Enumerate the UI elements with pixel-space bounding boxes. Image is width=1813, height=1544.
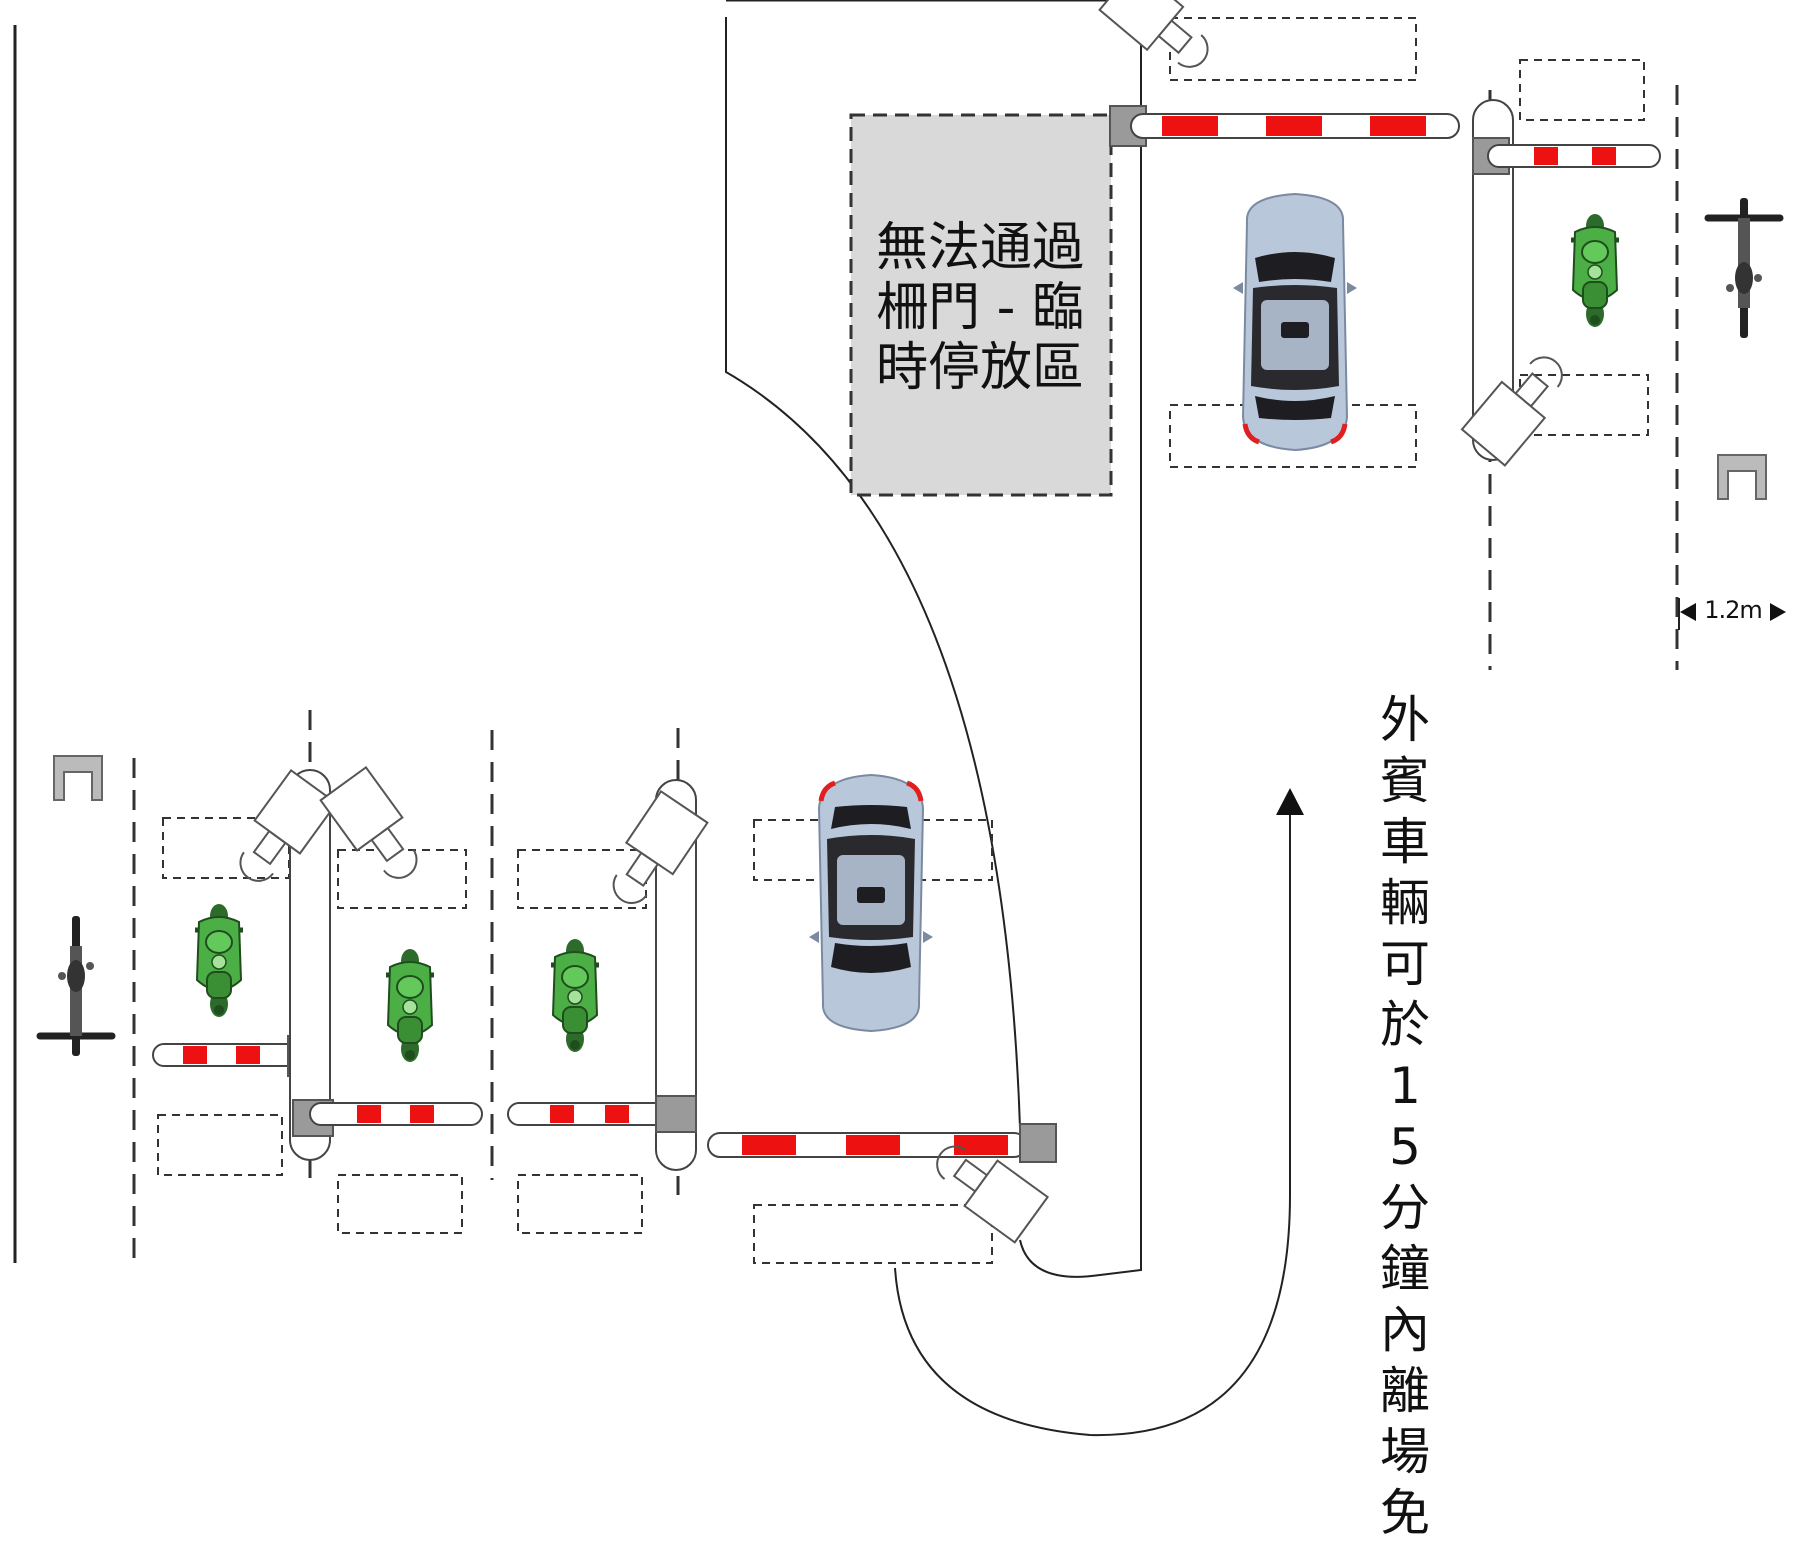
note-char: 內: [1380, 1301, 1430, 1359]
bike-rack-icon: [1717, 454, 1767, 500]
zone-label-line: 時停放區: [875, 338, 1084, 398]
note-char: 離: [1380, 1362, 1430, 1420]
parking-entrance-diagram: [13, 0, 1786, 1437]
zone-label-line: 柵門 - 臨: [876, 278, 1084, 338]
boom-barrier-icon: [707, 1123, 1057, 1163]
note-char: 1: [1389, 1057, 1421, 1115]
guest-exit-note: 外 賓 車 輛 可 於 1 5 分 鐘 內 離 場 免: [1372, 690, 1438, 1544]
up-arrow-icon: [1276, 788, 1304, 815]
width-dimension-marker: [1678, 598, 1786, 630]
temporary-holding-zone: [849, 113, 1113, 497]
bicycle-top-view-icon: [40, 916, 112, 1056]
note-char: 鐘: [1380, 1240, 1430, 1298]
cctv-camera-icon: [319, 766, 433, 892]
motorcycle-top-view-icon: [195, 904, 243, 1017]
width-dimension-label: 1.2m: [1704, 596, 1763, 624]
boom-barrier-icon: [1472, 99, 1661, 461]
note-char: 可: [1380, 935, 1430, 993]
boom-barrier-icon: [1109, 105, 1460, 147]
note-char: 免: [1380, 1484, 1430, 1542]
note-char: 場: [1380, 1423, 1430, 1481]
note-char: 輛: [1380, 874, 1430, 932]
motorcycle-top-view-icon: [551, 939, 599, 1052]
bicycle-top-view-icon: [1708, 198, 1780, 338]
note-char: 賓: [1380, 752, 1430, 810]
zone-label-line: 無法通過: [875, 218, 1084, 278]
note-char: 分: [1380, 1179, 1430, 1237]
car-top-view-icon: [1233, 194, 1357, 450]
no-pass-zone-label: 無法通過 柵門 - 臨 時停放區: [849, 218, 1111, 398]
note-char: 5: [1389, 1118, 1421, 1176]
motorcycle-top-view-icon: [1571, 214, 1619, 327]
note-char: 外: [1380, 691, 1430, 749]
note-char: 於: [1380, 996, 1430, 1054]
boom-barrier-icon: [507, 779, 697, 1171]
car-top-view-icon: [809, 775, 933, 1031]
cctv-camera-icon: [1098, 0, 1223, 83]
bike-rack-icon: [53, 755, 103, 801]
exit-route-line: [894, 802, 1291, 1437]
boom-barrier-icon: [289, 769, 483, 1161]
curved-island-edge: [725, 17, 1021, 1130]
right-island-edge: [1019, 0, 1142, 1278]
note-char: 車: [1380, 813, 1430, 871]
motorcycle-top-view-icon: [386, 949, 434, 1062]
